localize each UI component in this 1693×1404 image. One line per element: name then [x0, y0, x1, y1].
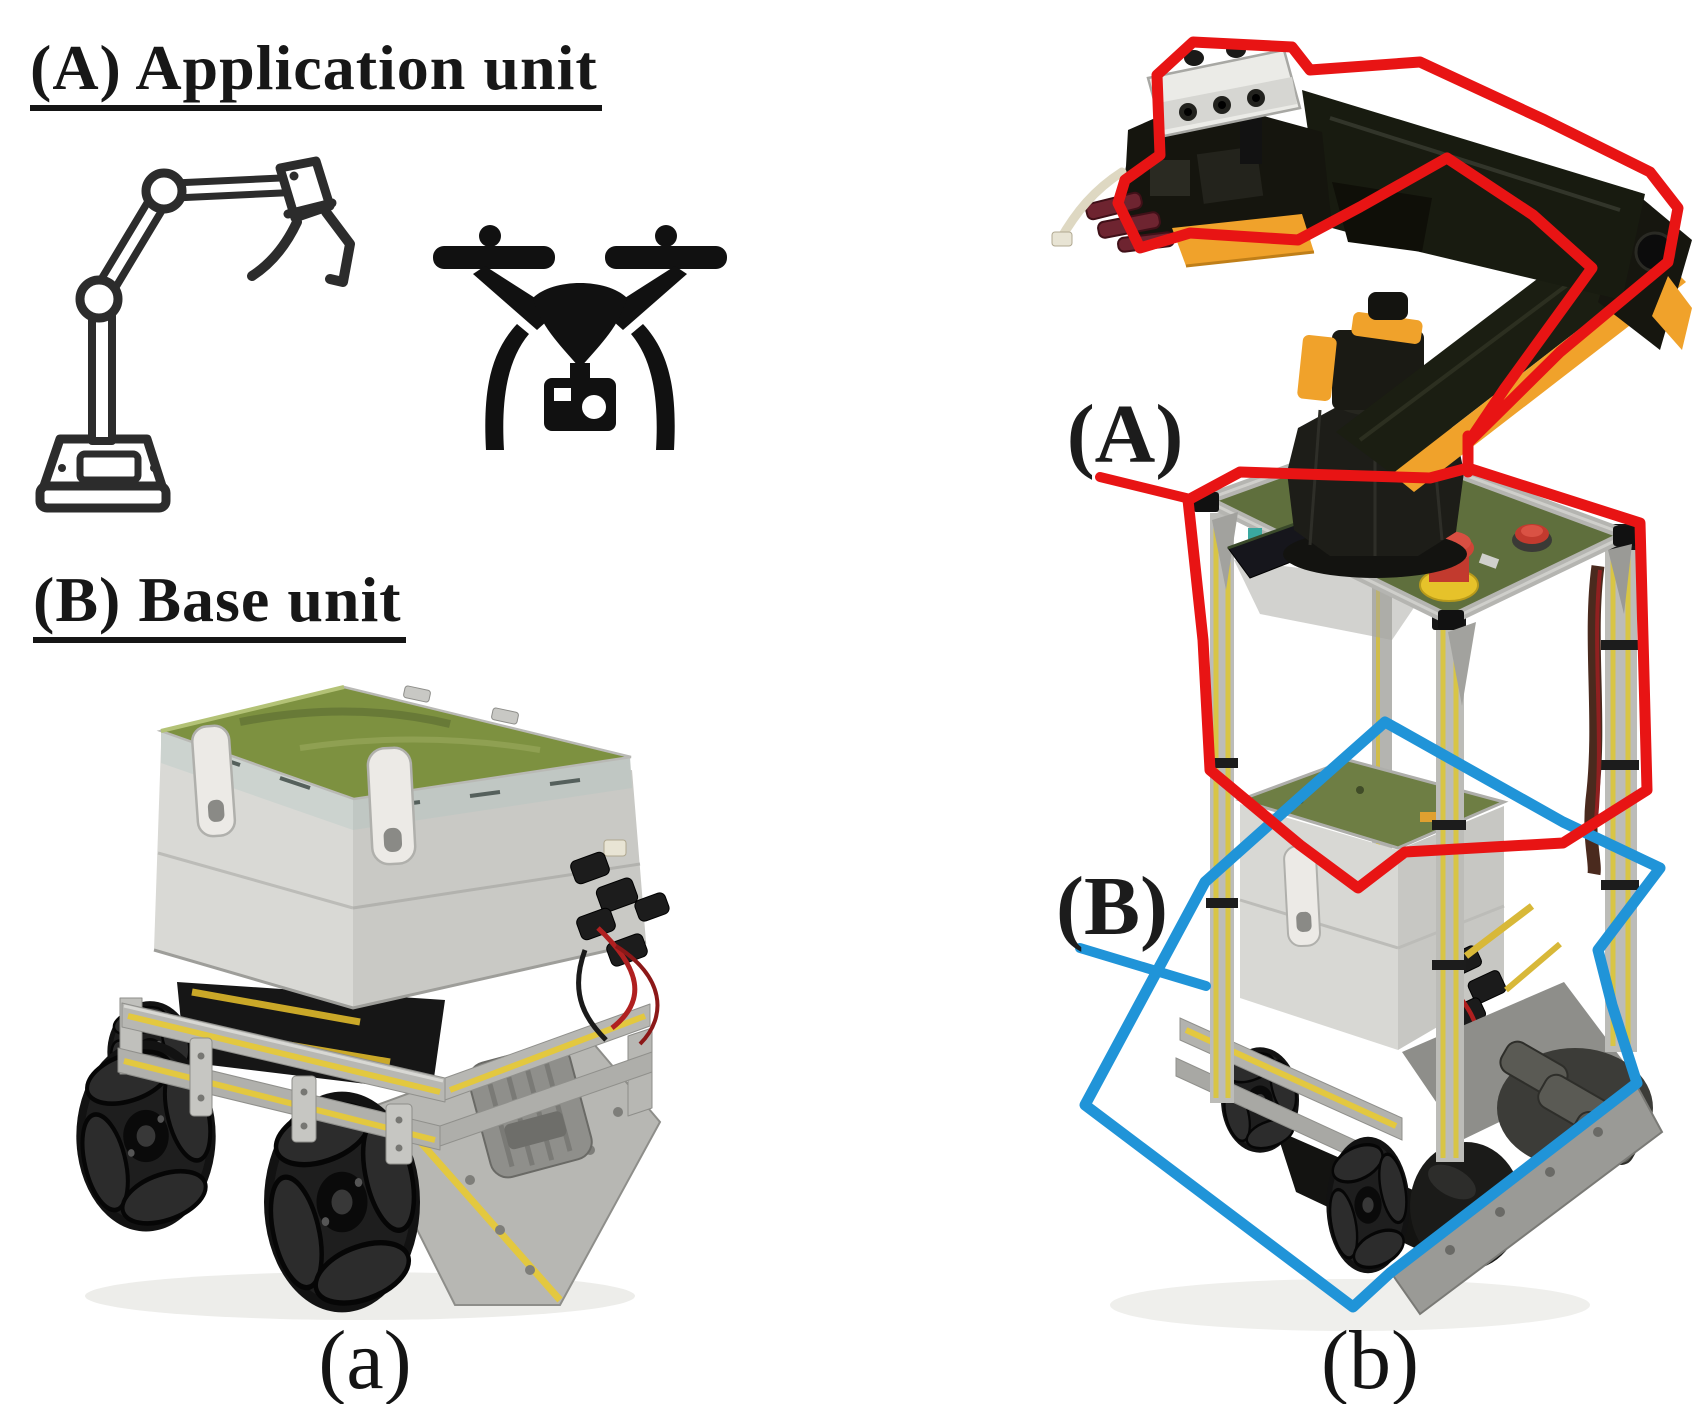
base-unit-outline [1079, 716, 1666, 1313]
white-electronics-box [153, 685, 670, 1046]
green-lid [156, 685, 632, 801]
red-push-button [1512, 524, 1552, 552]
robot-arm-icon [35, 156, 355, 513]
latch-clip-right [366, 746, 417, 866]
heading-application-unit: (A) Application unit [30, 34, 602, 112]
drone-icon [433, 225, 727, 450]
application-unit-outline [1095, 36, 1684, 894]
tower-post-right [1584, 524, 1639, 1052]
stereo-camera [1146, 42, 1302, 164]
base-unit-photo [55, 685, 670, 1320]
base-unit-leader-line [1075, 943, 1211, 991]
base-deck-and-wheels [1175, 982, 1664, 1316]
upper-arm-link [1302, 90, 1645, 300]
assembled-robot-photo: (A) (B) [1051, 36, 1692, 1331]
label-application-unit: (A) [1067, 388, 1184, 481]
tower-post-left [1206, 513, 1238, 1103]
heading-base-unit: (B) Base unit [33, 566, 406, 644]
robot-arm [1051, 42, 1692, 578]
connectors-and-wires [570, 839, 670, 1046]
aluminum-frame [117, 997, 653, 1165]
subfigure-caption-a: (a) [318, 1314, 412, 1404]
latch-clip-left [191, 724, 237, 838]
cable-bundle [1584, 565, 1605, 876]
mecanum-wheel-front [1323, 1135, 1414, 1277]
subfigure-caption-b: (b) [1321, 1314, 1419, 1404]
label-base-unit: (B) [1056, 860, 1168, 953]
tower-post-front [1432, 606, 1466, 1162]
